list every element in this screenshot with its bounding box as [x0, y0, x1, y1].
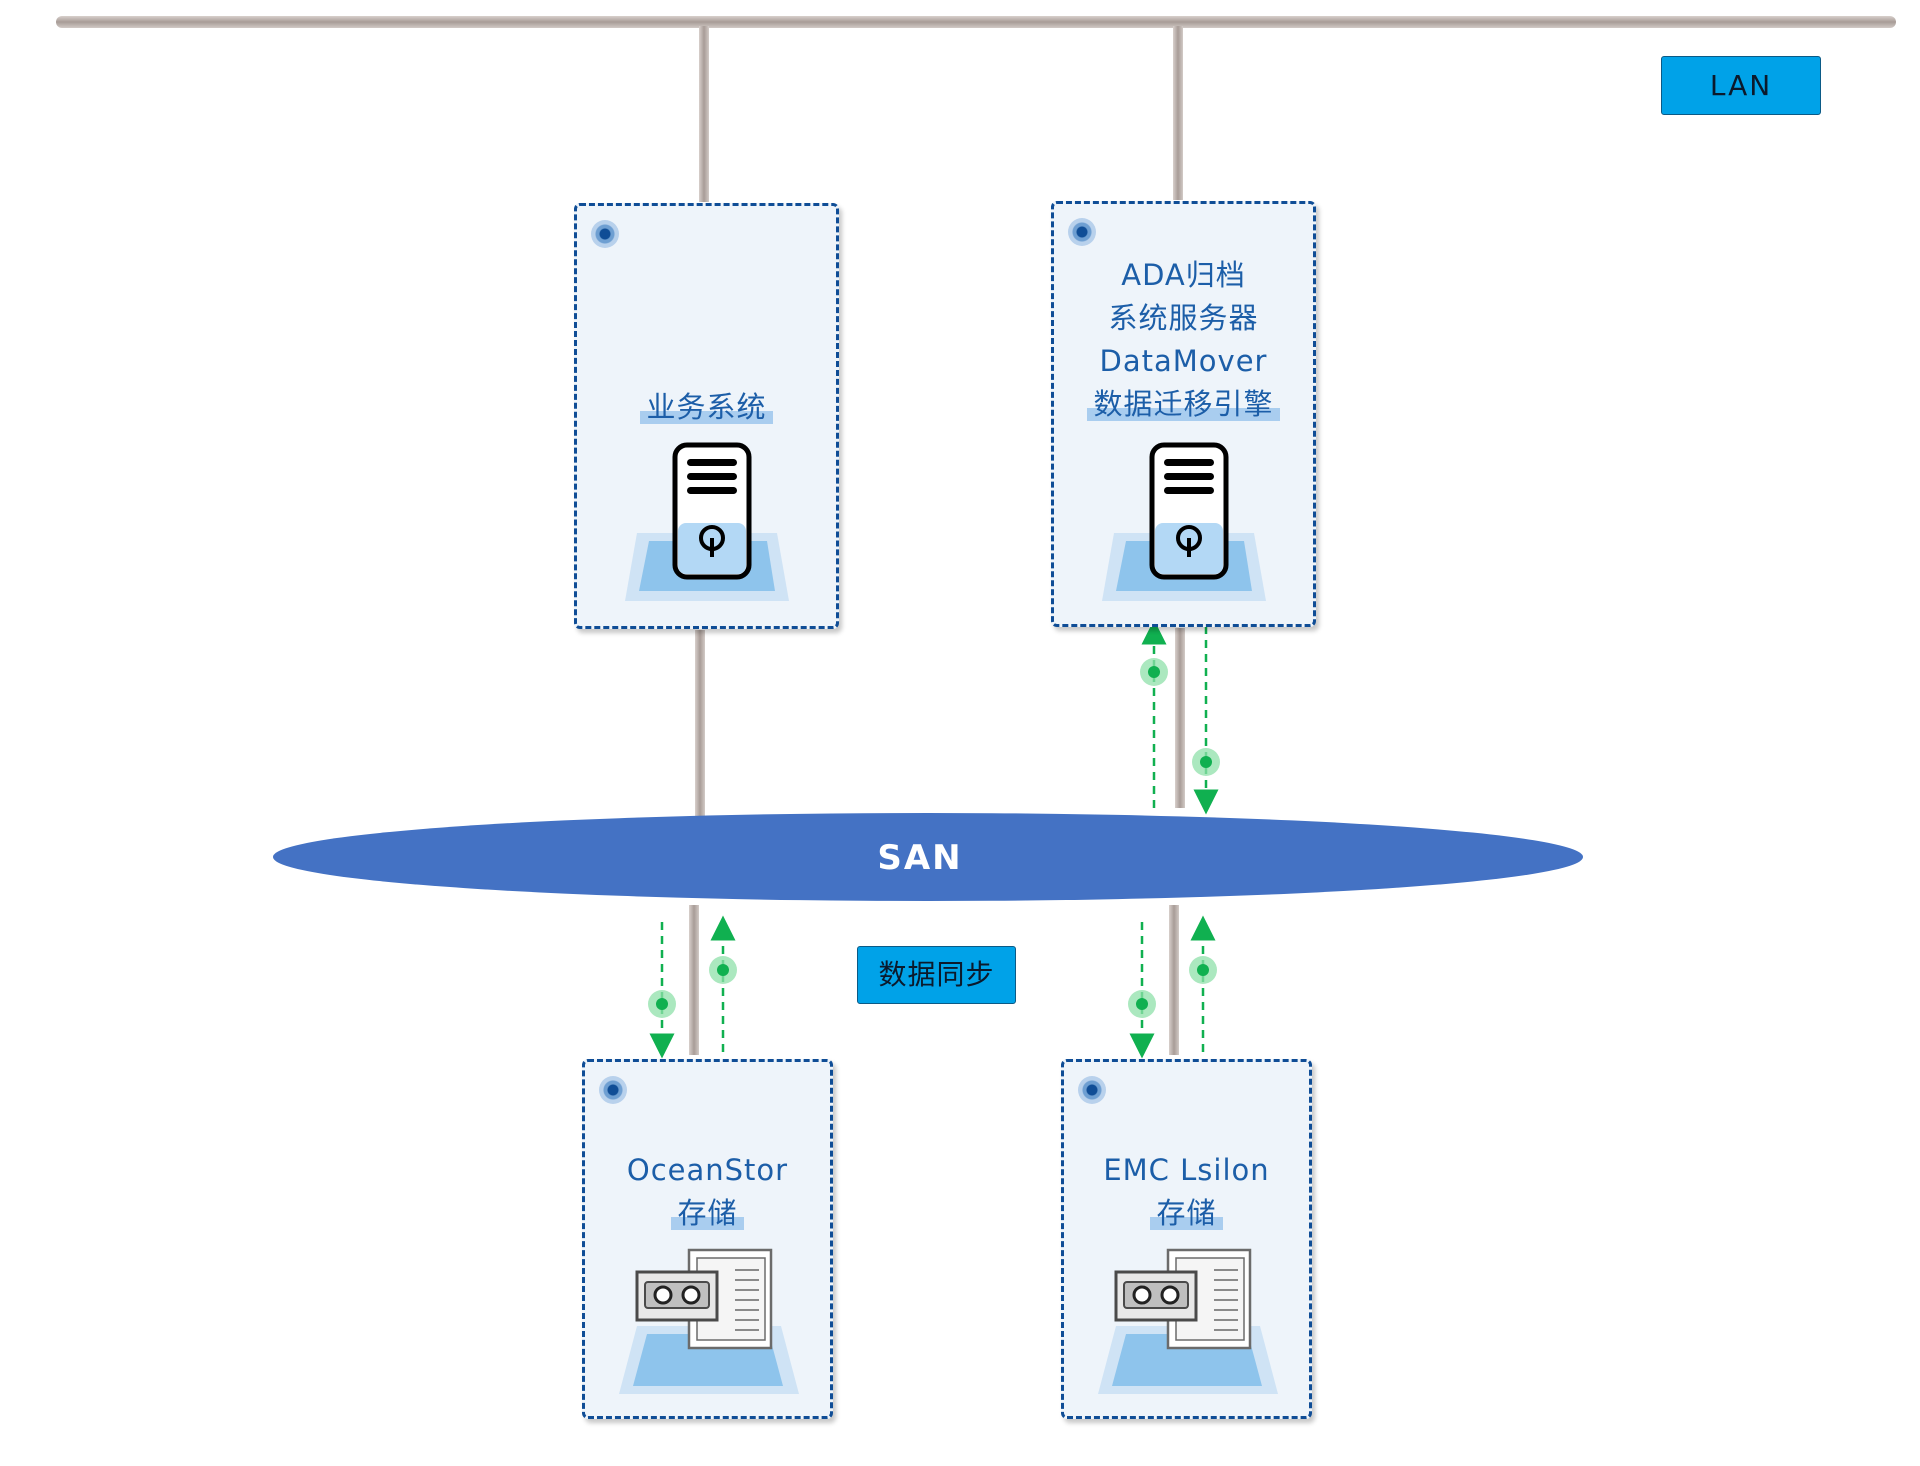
emc-label-line: 存储: [1150, 1192, 1223, 1235]
ada-archive-server-node: ADA归档 系统服务器 DataMover 数据迁移引擎: [1051, 201, 1316, 627]
storage-icon: [619, 1248, 799, 1394]
oceanstor-label-line: 存储: [671, 1192, 744, 1235]
business-system-node: 业务系统: [574, 203, 839, 629]
ada-label-line: 数据迁移引擎: [1087, 383, 1280, 426]
emc-storage-node: EMC Lsilon 存储: [1061, 1059, 1312, 1419]
san-cable-ada: [1175, 628, 1185, 808]
node-indicator-icon: [1078, 1076, 1106, 1104]
ada-server-label: ADA归档 系统服务器 DataMover 数据迁移引擎: [1054, 254, 1313, 426]
flow-marker: [1200, 756, 1212, 768]
oceanstor-label-line: OceanStor: [626, 1153, 789, 1187]
node-indicator-icon: [599, 1076, 627, 1104]
server-icon: [1102, 442, 1266, 601]
san-label: SAN: [877, 838, 963, 878]
emc-label-line: EMC Lsilon: [1103, 1153, 1270, 1187]
san-cable-oceanstor: [689, 905, 699, 1055]
emc-label: EMC Lsilon 存储: [1064, 1149, 1309, 1235]
lan-cable-business: [699, 26, 709, 202]
ada-label-line: DataMover: [1099, 344, 1268, 378]
oceanstor-label: OceanStor 存储: [585, 1149, 830, 1235]
flow-marker: [717, 964, 729, 976]
node-indicator-icon: [591, 220, 619, 248]
lan-cable-ada: [1173, 26, 1183, 200]
flow-marker: [656, 998, 668, 1010]
flow-marker: [1136, 998, 1148, 1010]
flow-markers: [648, 658, 1220, 1018]
ada-label-line: 系统服务器: [1108, 301, 1259, 335]
san-ellipse: [273, 813, 1583, 901]
flow-marker: [1148, 666, 1160, 678]
san-cable-emc: [1169, 905, 1179, 1055]
business-label-line: 业务系统: [640, 386, 773, 429]
flow-marker: [1197, 964, 1209, 976]
storage-icon: [1098, 1248, 1278, 1394]
lan-backbone: [56, 16, 1896, 28]
san-cable-business: [695, 630, 705, 818]
server-icon: [625, 442, 789, 601]
oceanstor-storage-node: OceanStor 存储: [582, 1059, 833, 1419]
business-system-label: 业务系统: [577, 386, 836, 429]
data-sync-label: 数据同步: [857, 946, 1016, 1004]
ada-label-line: ADA归档: [1121, 258, 1246, 292]
node-indicator-icon: [1068, 218, 1096, 246]
lan-label: LAN: [1661, 56, 1821, 115]
